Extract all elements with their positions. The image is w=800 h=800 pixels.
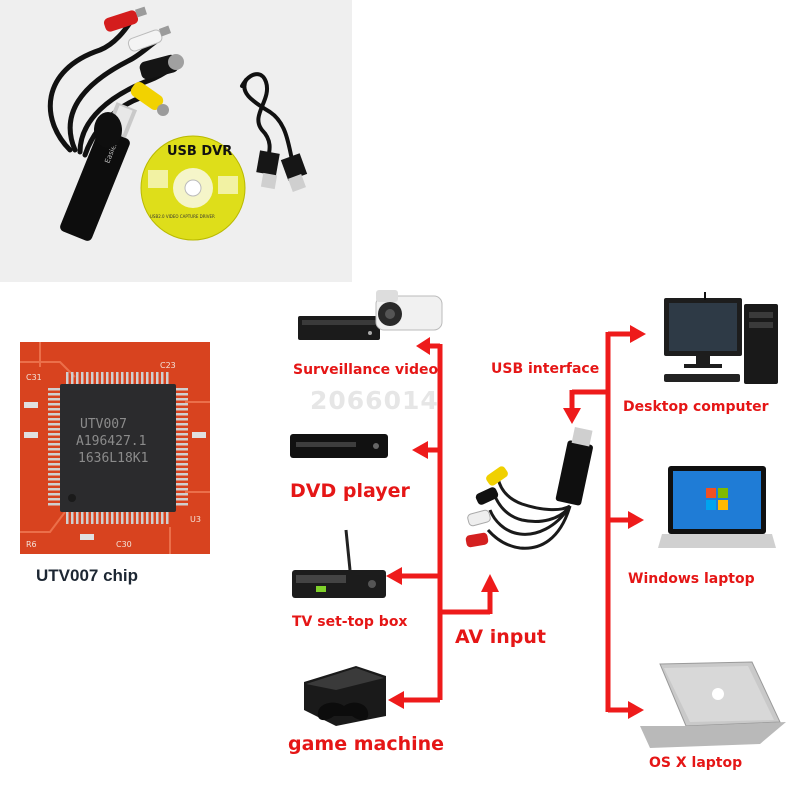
arrow-to-mac-laptop <box>608 701 644 719</box>
label-desktop-computer: Desktop computer <box>623 399 769 415</box>
label-windows-laptop: Windows laptop <box>628 571 755 587</box>
arrow-to-surveillance <box>416 337 440 355</box>
svg-text:A196427.1: A196427.1 <box>76 434 146 449</box>
watermark: 2066014 <box>310 386 439 415</box>
red-rca-plug <box>103 6 147 32</box>
svg-text:C30: C30 <box>116 540 132 549</box>
usb-interface-arrow <box>563 389 608 424</box>
usb-cap <box>94 112 122 148</box>
chip-caption: UTV007 chip <box>36 566 139 585</box>
svg-text:1636L18K1: 1636L18K1 <box>78 451 148 466</box>
game-console-icon <box>304 666 386 726</box>
set-top-box-icon <box>292 529 386 598</box>
windows-laptop-icon <box>658 466 776 548</box>
utv007-chip <box>60 384 176 512</box>
label-usb-interface: USB interface <box>491 361 600 377</box>
mac-laptop-icon <box>640 661 786 748</box>
svg-text:USB DVR: USB DVR <box>167 144 232 159</box>
product-photo: Easier CAP USB DVR USB2.0 VIDEO CAPTURE … <box>0 0 352 282</box>
camera-dvr-icon <box>298 290 443 340</box>
svg-text:C23: C23 <box>160 361 176 370</box>
label-surveillance-video: Surveillance video <box>293 362 439 378</box>
s-video-plug <box>139 54 184 80</box>
label-os-x-laptop: OS X laptop <box>649 755 743 771</box>
label-tv-set-top-box: TV set-top box <box>292 614 408 630</box>
yellow-rca-plug <box>130 82 169 116</box>
label-av-input: AV input <box>455 626 546 648</box>
label-game-machine: game machine <box>288 733 445 755</box>
dvd-player-icon <box>290 434 388 458</box>
svg-text:USB2.0 VIDEO CAPTURE DRIVER: USB2.0 VIDEO CAPTURE DRIVER <box>150 214 215 219</box>
svg-text:R6: R6 <box>26 540 37 549</box>
driver-cd: USB DVR USB2.0 VIDEO CAPTURE DRIVER <box>140 135 246 241</box>
svg-text:UTV007: UTV007 <box>80 417 127 432</box>
arrow-to-settopbox <box>386 567 440 585</box>
pcb-illustration: UTV007 A196427.1 1636L18K1 C31 C23 U3 R6… <box>20 342 210 554</box>
av-input-arrow <box>440 574 499 615</box>
chip-photo: UTV007 A196427.1 1636L18K1 C31 C23 U3 R6… <box>20 342 210 554</box>
product-photo-illustration: Easier CAP USB DVR USB2.0 VIDEO CAPTURE … <box>0 0 352 282</box>
capture-cable-icon <box>465 427 593 550</box>
arrow-to-desktop <box>608 325 646 343</box>
white-rca-plug <box>127 25 172 52</box>
arrow-to-game <box>388 691 440 709</box>
label-dvd-player: DVD player <box>290 480 410 502</box>
svg-text:U3: U3 <box>190 515 201 524</box>
arrow-to-windows-laptop <box>608 511 644 529</box>
arrow-to-dvd <box>412 441 440 459</box>
svg-text:C31: C31 <box>26 373 42 382</box>
desktop-computer-icon <box>664 292 778 384</box>
